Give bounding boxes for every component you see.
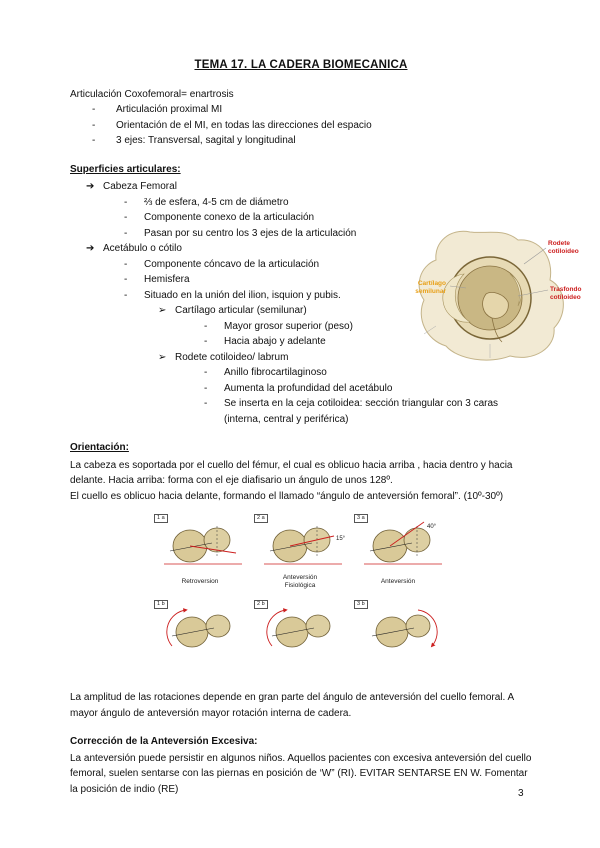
panel-caption: Anteversión	[380, 578, 416, 585]
list-item-text: Hacia abajo y adelante	[224, 336, 326, 347]
list-item-text: Mayor grosor superior (peso)	[224, 320, 353, 332]
list-item-text: Rodete cotiloideo/ labrum	[175, 351, 289, 363]
list-item-text: Se inserta en la ceja cotiloidea: secció…	[224, 398, 499, 425]
list-item-text: ⅔ de esfera, 4-5 cm de diámetro	[144, 196, 289, 208]
list-item: - Mayor grosor superior (peso)	[204, 319, 532, 335]
dash-bullet: -	[124, 212, 128, 223]
section-heading-orientacion: Orientación:	[70, 442, 129, 453]
anteversion-illustration	[164, 521, 442, 648]
paragraph: La cabeza es soportada por el cuello del…	[70, 459, 513, 487]
dash-bullet: -	[92, 119, 96, 131]
dash-bullet: -	[92, 104, 96, 115]
dash-bullet: -	[204, 367, 208, 378]
list-item-text: 3 ejes: Transversal, sagital y longitudi…	[116, 135, 296, 146]
panel-caption: Retroversion	[181, 578, 219, 585]
angle-label: 40°	[427, 524, 437, 530]
pointer-bullet-icon: ➢	[158, 351, 167, 363]
acetabulum-figure: Cartílago semilunar Rodete cotiloideo Tr…	[406, 226, 592, 368]
list-item: - Pasan por su centro los 3 ejes de la a…	[124, 226, 532, 242]
figure-label-cartilago: Cartílago semilunar	[415, 280, 446, 295]
intro-lead: Articulación Coxofemoral= enartrosis	[70, 88, 234, 100]
list-item-text: Aumenta la profundidad del acetábulo	[224, 382, 393, 394]
panel-tag: 1 a	[154, 514, 168, 523]
dash-bullet: -	[124, 227, 128, 239]
list-item: - Anillo fibrocartilaginoso	[204, 365, 532, 381]
list-item-text: Cartílago articular (semilunar)	[175, 305, 307, 316]
page-title: TEMA 17. LA CADERA BIOMECANICA	[70, 58, 532, 74]
list-item-text: Pasan por su centro los 3 ejes de la art…	[144, 227, 357, 239]
pointer-bullet-icon: ➢	[158, 305, 167, 316]
list-item-text: Cabeza Femoral	[103, 181, 177, 192]
panel-caption: Anteversión	[282, 574, 318, 581]
figure-label-rodete: Rodete cotiloideo	[548, 240, 579, 255]
acetabulum-illustration	[418, 230, 564, 361]
list-item: ➔ Acetábulo o cótilo	[86, 241, 532, 257]
list-item: - Orientación de el MI, en todas las dir…	[92, 118, 532, 134]
list-item-text: Componente cóncavo de la articulación	[144, 258, 320, 270]
list-item-text: Anillo fibrocartilaginoso	[224, 367, 327, 378]
paragraph: La amplitud de las rotaciones depende en…	[70, 692, 514, 719]
dash-bullet: -	[124, 258, 128, 270]
dash-bullet: -	[124, 289, 128, 301]
dash-bullet: -	[204, 336, 208, 347]
list-item-text: Orientación de el MI, en todas las direc…	[116, 119, 372, 131]
dash-bullet: -	[204, 398, 208, 409]
section-heading-superficies: Superficies articulares:	[70, 163, 181, 175]
panel-tag: 2 a	[254, 514, 268, 523]
list-item: - Situado en la unión del ilion, isquion…	[124, 288, 532, 304]
page-number: 3	[518, 788, 524, 799]
arrow-bullet-icon: ➔	[86, 181, 95, 192]
list-item: - Componente conexo de la articulación	[124, 210, 532, 226]
list-item: ➢ Cartílago articular (semilunar)	[158, 303, 532, 319]
list-item: - Hacia abajo y adelante	[204, 334, 532, 350]
list-item: - ⅔ de esfera, 4-5 cm de diámetro	[124, 195, 532, 211]
list-item: - Componente cóncavo de la articulación	[124, 257, 532, 273]
panel-caption: Fisiológica	[284, 582, 316, 589]
dash-bullet: -	[124, 274, 128, 285]
dash-bullet: -	[92, 135, 96, 146]
panel-tag: 1 b	[154, 600, 168, 609]
list-item: - Articulación proximal MI	[92, 102, 532, 118]
dash-bullet: -	[124, 196, 128, 208]
list-item: ➔ Cabeza Femoral	[86, 179, 532, 195]
arrow-bullet-icon: ➔	[86, 243, 95, 254]
dash-bullet: -	[204, 320, 208, 332]
paragraph: El cuello es oblicuo hacia delante, form…	[70, 490, 504, 502]
section-heading-correccion: Corrección de la Anteversión Excesiva:	[70, 736, 258, 747]
angle-label: 15°	[336, 536, 346, 542]
list-item: - Hemisfera	[124, 272, 532, 288]
list-item: - 3 ejes: Transversal, sagital y longitu…	[92, 133, 532, 149]
figure-label-trasfondo: Trasfondo cotiloideo	[550, 286, 582, 301]
page-content: TEMA 17. LA CADERA BIOMECANICA Articulac…	[70, 58, 532, 797]
list-item-text: Hemisfera	[144, 274, 190, 285]
list-item: - Se inserta en la ceja cotiloidea: secc…	[204, 396, 532, 427]
list-item-text: Situado en la unión del ilion, isquion y…	[144, 289, 341, 301]
dash-bullet: -	[204, 382, 208, 394]
anteversion-figure: 1 a 2 a 3 a 1 b 2 b 3 b Retroversion Ant…	[152, 512, 448, 676]
panel-tag: 2 b	[254, 600, 268, 609]
paragraph: La anteversión puede persistir en alguno…	[70, 752, 532, 795]
panel-tag: 3 b	[354, 600, 368, 609]
list-item: ➢ Rodete cotiloideo/ labrum	[158, 350, 532, 366]
panel-tag: 3 a	[354, 514, 368, 523]
list-item: - Aumenta la profundidad del acetábulo	[204, 381, 532, 397]
page-title-text: TEMA 17. LA CADERA BIOMECANICA	[194, 59, 408, 71]
list-item-text: Articulación proximal MI	[116, 104, 223, 115]
list-item-text: Acetábulo o cótilo	[103, 243, 182, 254]
list-item-text: Componente conexo de la articulación	[144, 212, 315, 223]
